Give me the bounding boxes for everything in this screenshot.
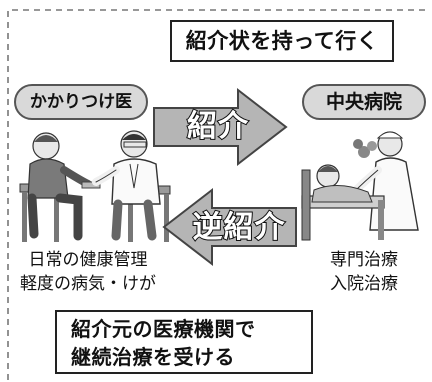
family-doctor-label: かかりつけ医: [14, 84, 148, 120]
central-hospital-caption: 専門治療 入院治療: [296, 248, 432, 296]
family-doctor-caption-line2: 軽度の病気・けが: [20, 274, 156, 294]
referral-arrow-label: 紹介: [186, 109, 249, 145]
central-hospital-label: 中央病院: [302, 84, 426, 120]
referral-arrow: [153, 87, 288, 167]
bottom-banner-line1: 紹介元の医療機関で: [71, 317, 256, 341]
reverse-referral-arrow: [162, 187, 297, 267]
bottom-banner-line2: 継続治療を受ける: [71, 345, 235, 369]
central-hospital-caption-line2: 入院治療: [330, 274, 398, 294]
reverse-referral-arrow-label: 逆紹介: [192, 210, 286, 246]
family-doctor-caption: 日常の健康管理 軽度の病気・けが: [2, 248, 174, 296]
hospital-illustration: [301, 131, 419, 241]
bottom-banner: 紹介元の医療機関で 継続治療を受ける: [55, 310, 313, 374]
central-hospital-caption-line1: 専門治療: [330, 250, 398, 270]
consultation-illustration: [19, 130, 171, 242]
top-banner: 紹介状を持って行く: [170, 20, 394, 62]
family-doctor-caption-line1: 日常の健康管理: [28, 250, 148, 270]
